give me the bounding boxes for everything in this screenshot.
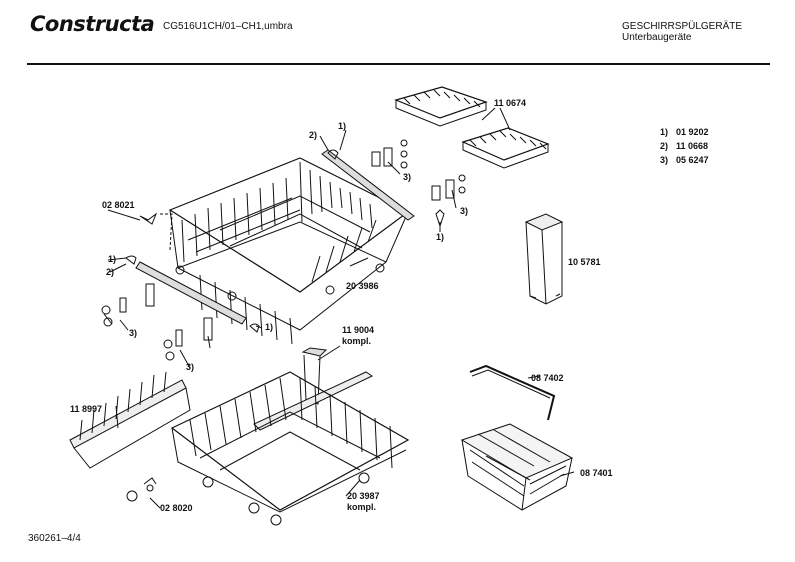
callout-1-left: 1)	[108, 254, 117, 264]
category-subtitle: Unterbaugeräte	[622, 32, 692, 43]
leaders-lower	[149, 375, 575, 509]
clip-parts-lower	[126, 477, 157, 502]
callout-1-upper: 1)	[338, 121, 347, 131]
part-label-118997: 11 8997	[70, 404, 103, 414]
part-label-110674: 11 0674	[494, 98, 527, 108]
category-title: GESCHIRRSPÜLGERÄTE	[622, 21, 743, 32]
part-label-028021: 02 8021	[102, 200, 135, 210]
leaders-center	[255, 257, 369, 329]
legend-key-1: 1)	[660, 127, 669, 137]
callout-1-right: 1)	[436, 232, 445, 242]
cutlery-basket	[460, 364, 574, 511]
callout-3-right: 3)	[460, 206, 469, 216]
upper-rail-left	[135, 261, 247, 325]
leaders-left	[103, 209, 141, 331]
callout-1-center: 1)	[265, 322, 274, 332]
header-rule	[27, 63, 770, 65]
part-label-119004-kompl: kompl.	[342, 336, 372, 346]
legend-key-3: 3)	[660, 155, 669, 165]
callout-3-upper: 3)	[403, 172, 412, 182]
part-label-203986: 20 3986	[346, 281, 379, 291]
brand-logo: Constructa	[30, 12, 155, 36]
part-label-105781: 10 5781	[568, 257, 601, 267]
callout-3-lower: 3)	[186, 362, 195, 372]
upper-rail-right	[321, 149, 415, 221]
part-label-028020: 02 8020	[160, 503, 193, 513]
clip-parts-upper-right	[327, 139, 466, 228]
callout-2-left: 2)	[106, 267, 115, 277]
leaders-spray	[115, 335, 341, 429]
cutlery-rack-lower	[461, 127, 550, 169]
document-id: 360261–4/4	[28, 533, 81, 544]
upper-basket	[168, 157, 410, 345]
part-label-087402: 08 7402	[531, 373, 564, 383]
legend-part-1: 01 9202	[676, 127, 709, 137]
part-label-119004: 11 9004	[342, 325, 375, 335]
clip-parts-left	[101, 212, 260, 361]
leaders-right	[319, 129, 457, 232]
cutlery-rack-upper	[394, 86, 488, 127]
part-label-203987-kompl: kompl.	[347, 502, 377, 512]
plate-insert	[69, 371, 191, 469]
leader-110674	[481, 107, 511, 131]
part-label-087401: 08 7401	[580, 468, 613, 478]
callout-2-upper: 2)	[309, 130, 318, 140]
legend-part-2: 11 0668	[676, 141, 709, 151]
legend-key-2: 2)	[660, 141, 669, 151]
legend-part-3: 05 6247	[676, 155, 709, 165]
model-number: CG516U1CH/01–CH1,umbra	[163, 21, 293, 32]
part-label-203987: 20 3987	[347, 491, 380, 501]
cutlery-cylinder	[524, 213, 564, 305]
spray-arm	[253, 347, 374, 431]
callout-3-left: 3)	[129, 328, 138, 338]
lower-basket	[170, 371, 410, 526]
